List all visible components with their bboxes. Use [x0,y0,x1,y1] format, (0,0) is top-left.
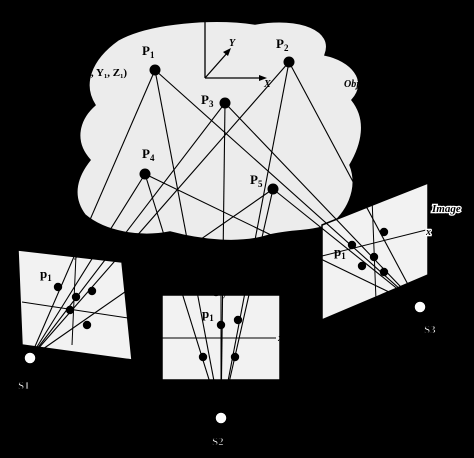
ray-s2-p5 [220,188,274,419]
s2-x-label: x [277,333,283,344]
camera-centers [23,300,427,425]
image-axes-s2 [162,292,276,380]
ray-s2-p3 [220,102,226,419]
object-point-p1 [149,64,161,76]
image-point-s3-2 [347,240,357,250]
point-label-p3: P3 [201,92,214,109]
image-plane-s3 [321,181,429,322]
image-point-s2-1 [211,287,221,297]
point-label-p5: P5 [250,172,263,189]
image-point-s1-1 [53,282,63,292]
ray-s1-p3 [29,102,226,359]
s3-y-label: y [365,198,371,209]
ray-s2-p4 [144,173,222,419]
image-point-s3-1 [379,227,389,237]
object-point-p2 [283,56,295,68]
image-point-s1-5 [82,320,92,330]
point-label-p2: P2 [276,36,289,53]
world-y-label: Y [229,38,236,49]
object-point-markers [139,56,295,195]
ray-s1-p1 [29,69,156,359]
image-caption: Image [431,203,461,215]
object-point-p3 [219,97,231,109]
camera-center-s3 [413,300,427,314]
world-x-label: X [263,79,271,90]
image-point-s2-5 [230,352,240,362]
point-coordinate-label: (X₁, Y₁, Z₁) [76,67,127,79]
image-point-s2-2 [233,315,243,325]
ray-s2-p1 [154,69,222,419]
object-point-p5 [267,183,279,195]
world-axes: Z Y X [198,9,271,90]
image-point-s1-4 [65,305,75,315]
object-point-p4 [139,168,151,180]
image-points [53,227,389,362]
camera-label-s3: S3 [424,324,436,336]
s2-image-point-label: p1 [202,306,214,323]
image-point-s3-3 [369,252,379,262]
point-label-p4: P4 [142,146,155,163]
image-axes-s3 [321,197,427,301]
ray-s3-p1 [154,69,421,308]
s1-x-axis [21,301,129,319]
image-point-s3-4 [357,261,367,271]
object-points-caption: Object Points [344,79,399,90]
ray-s1-p4 [29,173,146,359]
object-points-region [76,20,363,242]
s3-x-label: x [425,227,431,238]
world-x-arrow-icon [259,75,267,81]
camera-label-s2: S2 [212,436,224,448]
s1-image-point-label: p1 [40,266,52,283]
image-point-s2-3 [216,320,226,330]
ray-s1-p5 [29,188,274,359]
s3-y-axis [371,197,377,301]
world-z-label: Z [198,9,205,20]
image-point-s2-4 [198,352,208,362]
s2-y-label: y [222,288,228,299]
ray-s3-p5 [272,188,421,308]
camera-label-s1: S1 [18,380,30,392]
image-point-s1-3 [87,286,97,296]
image-point-s3-5 [379,267,389,277]
world-z-arrow-icon [202,13,208,21]
camera-center-s2 [214,411,228,425]
world-y-axis [204,51,229,79]
s3-x-axis [321,229,427,257]
point-label-p1: P1 [142,43,155,60]
ray-s3-p4 [144,173,421,308]
s1-x-label: x [129,314,135,325]
s3-image-point-label: p1 [334,244,346,261]
s1-y-label: y [74,249,80,260]
image-point-s1-2 [71,292,81,302]
ray-s3-p2 [288,61,421,308]
world-y-arrow-icon [223,48,231,56]
camera-center-s1 [23,351,37,365]
